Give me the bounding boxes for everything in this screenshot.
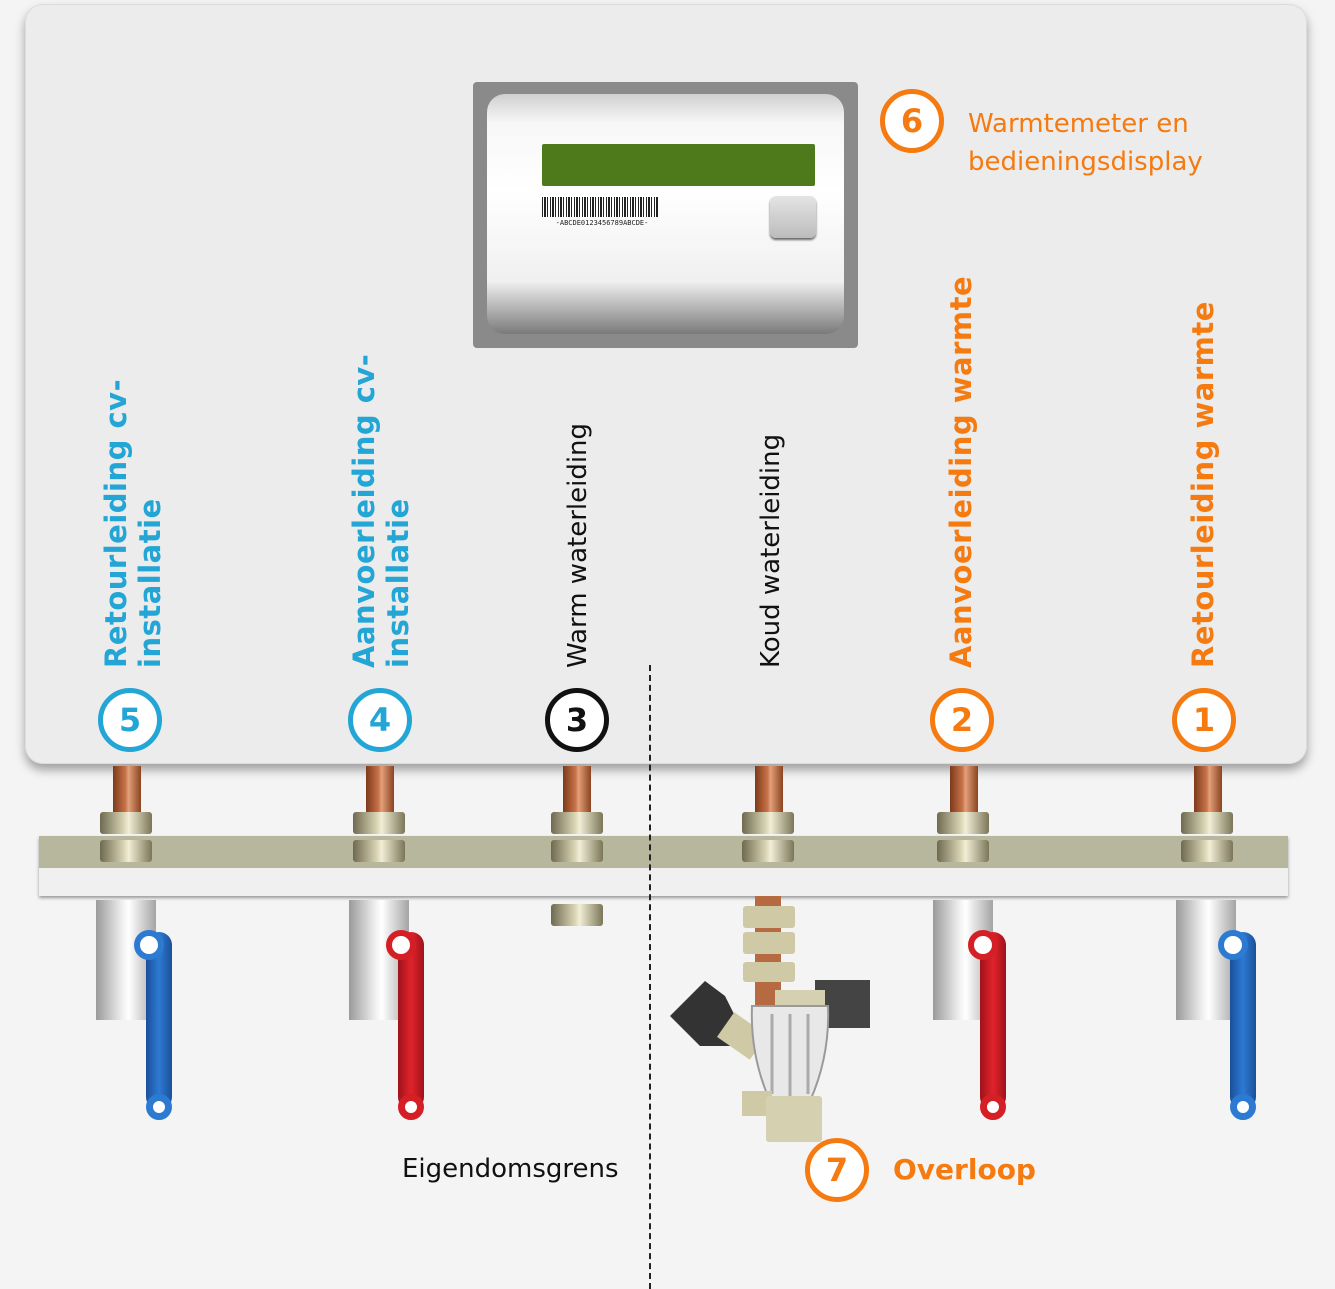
ball-valve-1-lever[interactable] <box>1230 932 1256 1110</box>
label-heat-return: Retourleiding warmte <box>1186 301 1220 668</box>
heat-meter-face: -ABCDE0123456789ABCDE- <box>487 94 844 334</box>
heat-meter: -ABCDE0123456789ABCDE- <box>473 82 858 348</box>
ball-valve-4-tip <box>398 1094 424 1120</box>
label-cv-return-line2: installatie <box>133 498 167 668</box>
callout-3-badge: 3 <box>545 688 609 752</box>
callout-4-badge: 4 <box>348 688 412 752</box>
ball-valve-1-hub <box>1218 930 1248 960</box>
fitting-nut-cold-b <box>742 840 794 862</box>
label-cv-supply-line1: Aanvoerleiding cv- <box>347 353 381 668</box>
label-cv-return-line1: Retourleiding cv- <box>99 378 133 668</box>
pipe-cold <box>755 766 783 816</box>
pipe-1 <box>1194 766 1222 816</box>
label-heat-supply: Aanvoerleiding warmte <box>944 275 978 668</box>
fitting-nut-4 <box>353 812 405 834</box>
fitting-nut-1 <box>1181 812 1233 834</box>
fitting-nut-3b <box>551 840 603 862</box>
mounting-rail-top <box>39 836 1288 868</box>
fitting-nut-1b <box>1181 840 1233 862</box>
callout-6-label-line1: Warmtemeter en <box>968 109 1189 139</box>
property-boundary-label: Eigendomsgrens <box>402 1154 619 1184</box>
barcode-icon <box>542 197 658 217</box>
fitting-nut-3c <box>551 904 603 926</box>
ball-valve-4-lever[interactable] <box>398 932 424 1110</box>
callout-7-badge: 7 <box>805 1138 869 1202</box>
ball-valve-1-body <box>1176 900 1236 1020</box>
callout-2-badge: 2 <box>930 688 994 752</box>
label-cv-supply: Aanvoerleiding cv- installatie <box>347 354 415 668</box>
fitting-nut-2 <box>937 812 989 834</box>
ball-valve-5-lever[interactable] <box>146 932 172 1110</box>
ball-valve-2-lever[interactable] <box>980 932 1006 1110</box>
fitting-nut-5b <box>100 840 152 862</box>
ball-valve-1-tip <box>1230 1094 1256 1120</box>
ball-valve-2-hub <box>968 930 998 960</box>
meter-button[interactable] <box>770 196 816 238</box>
pipe-4 <box>366 766 394 816</box>
fitting-nut-2b <box>937 840 989 862</box>
callout-7-label: Overloop <box>893 1153 1036 1186</box>
callout-6-label: Warmtemeter en bedieningsdisplay <box>968 105 1203 181</box>
fitting-nut-5 <box>100 812 152 834</box>
label-warm-water: Warm waterleiding <box>563 422 593 668</box>
fitting-nut-3 <box>551 812 603 834</box>
fitting-nut-4b <box>353 840 405 862</box>
callout-5-badge: 5 <box>98 688 162 752</box>
meter-lcd-display <box>542 144 815 186</box>
callout-1-badge: 1 <box>1172 688 1236 752</box>
ball-valve-5-tip <box>146 1094 172 1120</box>
pipe-2 <box>950 766 978 816</box>
ball-valve-4-hub <box>386 930 416 960</box>
label-cv-return: Retourleiding cv- installatie <box>99 379 167 668</box>
fitting-nut-cold <box>742 812 794 834</box>
pipe-3 <box>563 766 591 816</box>
label-cv-supply-line2: installatie <box>381 498 415 668</box>
ball-valve-2-tip <box>980 1094 1006 1120</box>
ball-valve-5-hub <box>134 930 164 960</box>
property-boundary-line <box>649 665 651 1289</box>
overflow-valve-icon <box>670 896 870 1142</box>
callout-6-label-line2: bedieningsdisplay <box>968 147 1203 177</box>
label-cold-water: Koud waterleiding <box>756 433 786 668</box>
pipe-5 <box>113 766 141 816</box>
barcode-text: -ABCDE0123456789ABCDE- <box>555 219 649 227</box>
callout-6-badge: 6 <box>880 89 944 153</box>
